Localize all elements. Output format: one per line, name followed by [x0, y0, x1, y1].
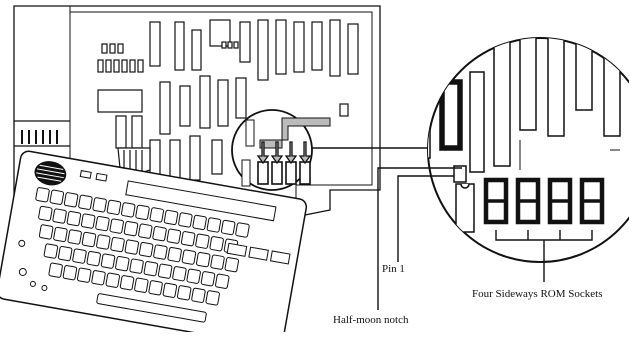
- key: [115, 256, 130, 272]
- key: [178, 212, 193, 228]
- rear-connectors: [21, 130, 58, 144]
- key: [72, 248, 87, 264]
- key: [48, 262, 63, 278]
- key-grid: [35, 187, 250, 306]
- key: [119, 275, 135, 291]
- key: [180, 231, 196, 247]
- key: [195, 233, 210, 249]
- key: [181, 249, 197, 265]
- key: [124, 239, 140, 255]
- key: [176, 285, 192, 301]
- keyboard: [0, 150, 308, 337]
- magnified-view: [427, 37, 629, 282]
- key: [210, 254, 225, 270]
- key: [224, 257, 239, 273]
- key: [92, 197, 107, 213]
- key: [172, 266, 187, 282]
- key: [167, 246, 182, 263]
- key: [110, 236, 125, 253]
- key: [134, 277, 149, 293]
- key: [81, 231, 97, 248]
- notched-chip: [455, 183, 475, 233]
- key: [135, 204, 150, 220]
- key: [205, 290, 220, 306]
- key: [191, 287, 206, 303]
- key: [143, 261, 159, 277]
- half-moon-notch-label: Half-moon notch: [333, 314, 409, 326]
- key: [95, 215, 110, 232]
- key: [38, 205, 53, 222]
- key: [209, 236, 224, 252]
- key: [100, 253, 116, 269]
- key: [206, 217, 222, 233]
- key: [186, 268, 201, 284]
- pin1-label: Pin 1: [382, 263, 405, 275]
- key: [235, 222, 250, 238]
- key: [66, 210, 82, 227]
- key: [43, 243, 59, 259]
- socket-bracket: [495, 230, 593, 282]
- key: [152, 226, 167, 242]
- rom-sockets-label: Four Sideways ROM Sockets: [472, 288, 602, 300]
- key: [120, 202, 136, 218]
- key: [109, 218, 124, 234]
- key: [86, 250, 101, 267]
- key: [96, 234, 111, 250]
- key: [49, 189, 65, 205]
- highlight-circle: [231, 109, 331, 191]
- board-chips: [97, 19, 359, 181]
- key: [80, 213, 96, 229]
- speaker-grille: [34, 161, 67, 186]
- key: [200, 271, 216, 287]
- key: [220, 219, 236, 236]
- key: [149, 207, 165, 223]
- key: [163, 209, 179, 226]
- key: [106, 199, 122, 215]
- key: [129, 258, 144, 274]
- key: [162, 282, 178, 298]
- key: [195, 252, 211, 268]
- key: [78, 194, 93, 210]
- key: [35, 187, 50, 203]
- key: [215, 273, 230, 289]
- key: [192, 214, 207, 231]
- key: [157, 263, 173, 279]
- key: [63, 192, 79, 208]
- key: [52, 208, 67, 224]
- key: [123, 220, 139, 237]
- key: [57, 245, 73, 262]
- leader-lines: [377, 167, 462, 310]
- key: [76, 267, 92, 283]
- key: [153, 244, 168, 260]
- key: [67, 229, 82, 245]
- key: [148, 280, 163, 296]
- key: [62, 265, 78, 281]
- key: [53, 226, 68, 243]
- key: [138, 241, 154, 258]
- key: [91, 270, 106, 286]
- key: [138, 223, 153, 239]
- key: [105, 272, 120, 288]
- key: [38, 224, 54, 240]
- key: [166, 228, 182, 244]
